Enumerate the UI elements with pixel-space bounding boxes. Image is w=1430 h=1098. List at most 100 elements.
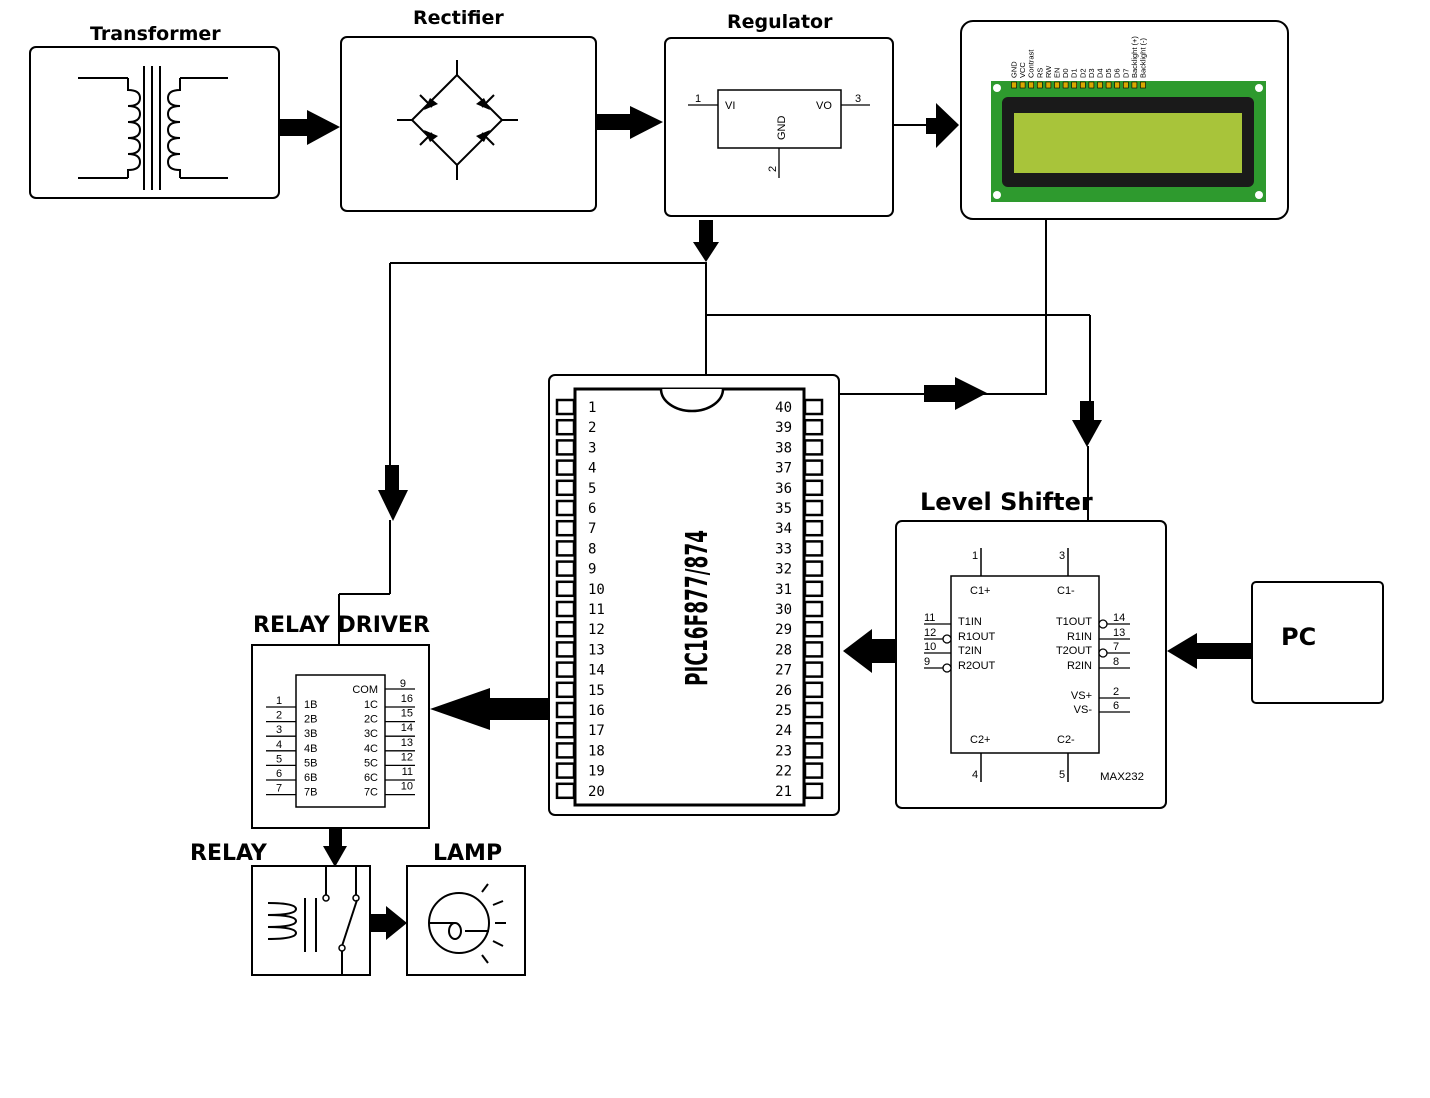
lcd-pin [1080, 81, 1086, 89]
mcu-pin-number: 25 [775, 703, 792, 719]
regulator-label-vo: VO [816, 100, 832, 112]
max232-pin-number: 12 [924, 627, 936, 639]
lcd-pin-label: EN [1053, 68, 1062, 78]
regulator-pin-gnd: 2 [767, 166, 779, 172]
mcu-pad [555, 479, 576, 497]
mcu-pad [803, 762, 824, 779]
uln-pin-name: 6C [364, 772, 378, 784]
mcu-pin-number: 15 [588, 683, 605, 699]
mcu-pin-number: 17 [588, 723, 605, 739]
mcu-pad [803, 742, 824, 759]
pc-label: PC [1281, 623, 1316, 651]
mcu-pin-number: 13 [588, 642, 605, 658]
mcu-pad [555, 439, 576, 456]
max232-pin-number: 8 [1113, 656, 1119, 668]
mcu-pin-number: 21 [775, 784, 792, 800]
pc-box [1251, 581, 1384, 704]
lcd-pin [1054, 81, 1060, 89]
max232-pin-number: 5 [1059, 769, 1065, 781]
mcu-notch [659, 388, 725, 413]
mcu-pad [555, 560, 576, 577]
lcd-pin [1105, 81, 1112, 89]
relay-label: RELAY [190, 841, 268, 866]
mcu-pin-number: 28 [775, 642, 792, 658]
uln-pin-number: 15 [401, 708, 413, 720]
arrow-rectifier-regulator [596, 106, 663, 139]
lcd-pin-label: D6 [1113, 68, 1122, 78]
mcu-pin-number: 30 [775, 602, 792, 618]
arrow-transformer-rectifier [279, 110, 340, 145]
transformer-box [29, 46, 280, 199]
lcd-pin-label: RW [1044, 65, 1053, 78]
mcu-pad [803, 398, 824, 416]
mcu-pin-number: 11 [588, 602, 605, 618]
mcu-pad [555, 641, 576, 658]
lcd-pin [1019, 81, 1026, 89]
mcu-pad [555, 661, 576, 678]
rectifier-label: Rectifier [413, 7, 504, 29]
lamp-box [406, 865, 526, 976]
mcu-right-pads [803, 398, 824, 800]
lcd-hole [993, 191, 1001, 199]
uln-pin-number: 7 [276, 783, 282, 795]
bridge-rectifier-icon [397, 60, 518, 180]
uln-pin-number: 2 [276, 710, 282, 722]
max232-part-label: MAX232 [1100, 771, 1144, 783]
max232-pin-number: 9 [924, 656, 930, 668]
pc-block: PC [1251, 581, 1384, 704]
mcu-pin-number: 1 [588, 400, 596, 416]
mcu-pad [555, 540, 576, 557]
max232-pin-number: 1 [972, 550, 978, 562]
lcd-pin-label: VCC [1018, 62, 1027, 78]
mcu-pad [803, 519, 824, 537]
max232-pin-name: R1IN [1067, 631, 1092, 643]
mcu-pin-number: 9 [588, 562, 596, 578]
uln-pin-name: 4B [304, 743, 317, 755]
max232-pin-number: 7 [1113, 641, 1119, 653]
regulator-label: Regulator [727, 11, 833, 33]
mcu-pin-number: 40 [775, 400, 792, 416]
transformer-label: Transformer [90, 23, 221, 45]
mcu-pad [555, 701, 576, 719]
uln-pin-name: 7C [364, 787, 378, 799]
lamp-block: LAMP [406, 841, 526, 976]
lcd-hole [1255, 191, 1263, 199]
mcu-pad [803, 641, 824, 658]
max232-pin-number: 3 [1059, 550, 1065, 562]
mcu-pad [555, 519, 576, 537]
mcu-pad [555, 418, 576, 436]
uln-pin-name: 3B [304, 728, 317, 740]
lcd-pin-label: GND [1010, 61, 1019, 78]
mcu-pad [803, 661, 824, 678]
max232-pin-name: C1- [1057, 585, 1075, 597]
mcu-pad [555, 721, 576, 739]
mcu-pad [555, 600, 576, 618]
lcd-pin [1088, 81, 1095, 89]
uln-pin-name: 2C [364, 714, 378, 726]
lcd-pin-label: D3 [1087, 68, 1096, 78]
lcd-hole [993, 84, 1001, 92]
max232-pin-number: 6 [1113, 700, 1119, 712]
mcu-pad [803, 540, 824, 557]
uln-pin-name: 1C [364, 699, 378, 711]
mcu-pin-number: 38 [775, 440, 792, 456]
max232-ic [950, 575, 1100, 754]
max232-pin-name: R2OUT [958, 660, 996, 672]
arrow-pc-level-shifter [1167, 633, 1252, 669]
mcu-pad [803, 418, 824, 436]
relay-coil-icon [267, 866, 360, 975]
max232-pin-name: T2IN [958, 645, 982, 657]
mcu-pin-number: 2 [588, 420, 596, 436]
uln-pin-number: 11 [402, 766, 413, 778]
mcu-pin-number: 3 [588, 440, 596, 456]
arrow-level-shifter-mcu [843, 629, 896, 673]
lcd-pin [1037, 81, 1043, 89]
lcd-pin [1131, 81, 1138, 89]
mcu-pad [803, 560, 824, 577]
mcu-pad [803, 600, 824, 618]
uln-pin-number: 6 [276, 768, 282, 780]
